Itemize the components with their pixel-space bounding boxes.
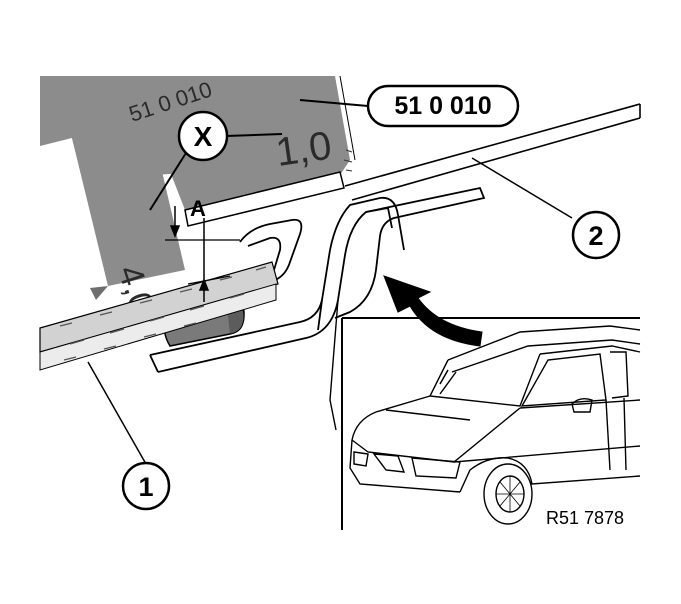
reference-code: R51 7878 xyxy=(546,508,624,528)
pointer-arrow-icon xyxy=(383,275,483,347)
seal-profile xyxy=(149,186,486,431)
car-drawing xyxy=(349,325,641,525)
tool-number-label: 51 0 010 xyxy=(394,92,491,120)
callout-1-label: 1 xyxy=(138,472,153,502)
callout-x: X xyxy=(149,110,283,211)
callout-1: 1 xyxy=(87,361,171,511)
callout-x-label: X xyxy=(194,121,213,152)
car-inset: R51 7878 xyxy=(341,275,641,530)
tool-number-callout: 51 0 010 xyxy=(299,84,520,128)
dimension-a xyxy=(165,206,240,302)
callout-2-label: 2 xyxy=(588,221,603,251)
callout-2: 2 xyxy=(471,157,621,260)
measuring-strip xyxy=(39,261,279,371)
callout-a-label: A xyxy=(190,196,206,221)
scale-value-top: 1,0 xyxy=(273,124,334,175)
roof-panel xyxy=(344,103,641,201)
gauge-tool: 51 0 010 1,0 4,0 xyxy=(40,75,356,317)
